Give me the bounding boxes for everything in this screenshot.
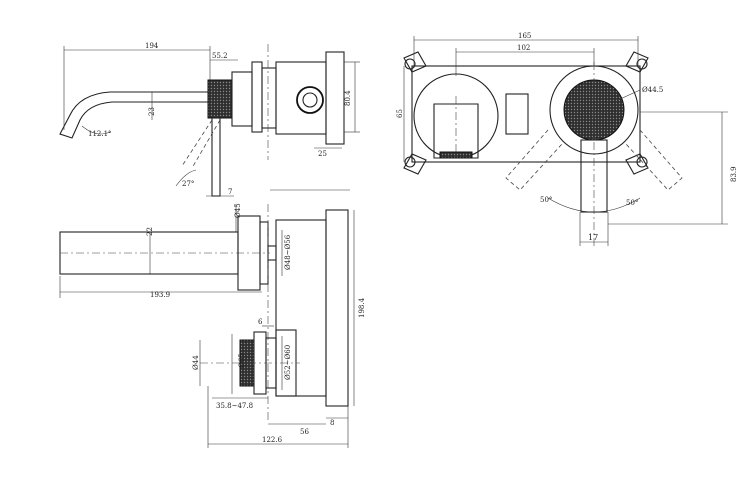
valve-port-inner xyxy=(302,92,318,108)
flange-plate xyxy=(261,67,277,129)
dim-label-35-8: 35.8~47.8 xyxy=(216,402,253,410)
dim-arc-spout xyxy=(81,125,111,135)
handle-rotated-outline-2 xyxy=(191,119,221,169)
dim-label-65: 65 xyxy=(396,109,404,118)
dim-label-22: 22 xyxy=(146,227,154,236)
handle-rotated-outline xyxy=(181,119,213,167)
dim-label-6: 6 xyxy=(258,318,263,326)
dim-arc-handle xyxy=(175,169,197,187)
dim-label-50-left: 50° xyxy=(540,196,552,204)
dim-label-7: 7 xyxy=(228,188,232,196)
dim-label-56: 56 xyxy=(300,428,309,436)
dim-label-27: 27° xyxy=(182,180,194,188)
dim-label-23: 23 xyxy=(148,107,156,116)
spout-outlet xyxy=(433,103,479,159)
dim-label-52-60: Ø52~Ø60 xyxy=(284,345,292,380)
dim-label-44: Ø44 xyxy=(192,355,200,370)
handle-rotated-right xyxy=(625,129,683,191)
leader-44-5 xyxy=(617,89,641,101)
wall-flange xyxy=(251,61,263,133)
dim-label-50-right: 50° xyxy=(626,199,638,207)
side-view: 194 55.2 23 112.1° 27° 7 80.4 25 xyxy=(59,42,360,197)
knurled-ring xyxy=(207,79,233,119)
dim-label-45: Ø45 xyxy=(234,203,242,218)
dim-label-198-4: 198.4 xyxy=(358,297,366,318)
rear-plate xyxy=(325,51,345,145)
dim-label-44-5: Ø44.5 xyxy=(642,86,663,94)
plan-view: 165 102 65 Ø44.5 83.9 50° 50° 17 xyxy=(396,32,738,246)
center-block xyxy=(505,93,529,135)
valve-port xyxy=(296,86,324,114)
dim-label-65-hub: Ø65 xyxy=(238,353,246,368)
mounting-plate xyxy=(411,65,641,163)
dim-label-55-2: 55.2 xyxy=(212,52,228,60)
dim-label-48-56: Ø48~Ø56 xyxy=(284,234,292,270)
dim-label-17: 17 xyxy=(588,233,598,242)
spout xyxy=(59,91,208,139)
rotation-arc xyxy=(547,197,641,213)
dim-label-8: 8 xyxy=(330,419,334,427)
dim-label-83-9: 83.9 xyxy=(730,166,738,182)
dim-label-193-9: 193.9 xyxy=(150,291,170,299)
collar xyxy=(231,71,253,127)
section-view: Ø45 22 193.9 Ø48~Ø56 198.4 Ø44 Ø65 Ø52~Ø… xyxy=(59,189,366,448)
handle-lever xyxy=(211,117,221,197)
cover-plate xyxy=(325,209,349,407)
dim-label-112-1: 112.1° xyxy=(88,130,112,138)
dim-label-194: 194 xyxy=(145,42,159,50)
dim-label-25: 25 xyxy=(318,150,327,158)
handle-rotated-left xyxy=(505,129,563,191)
dim-label-102: 102 xyxy=(517,44,530,52)
valve-body xyxy=(275,61,327,135)
mounting-lugs xyxy=(403,51,649,175)
dim-label-122-6: 122.6 xyxy=(262,436,283,444)
dim-label-165: 165 xyxy=(518,32,531,40)
dim-label-80-4: 80.4 xyxy=(344,90,352,106)
